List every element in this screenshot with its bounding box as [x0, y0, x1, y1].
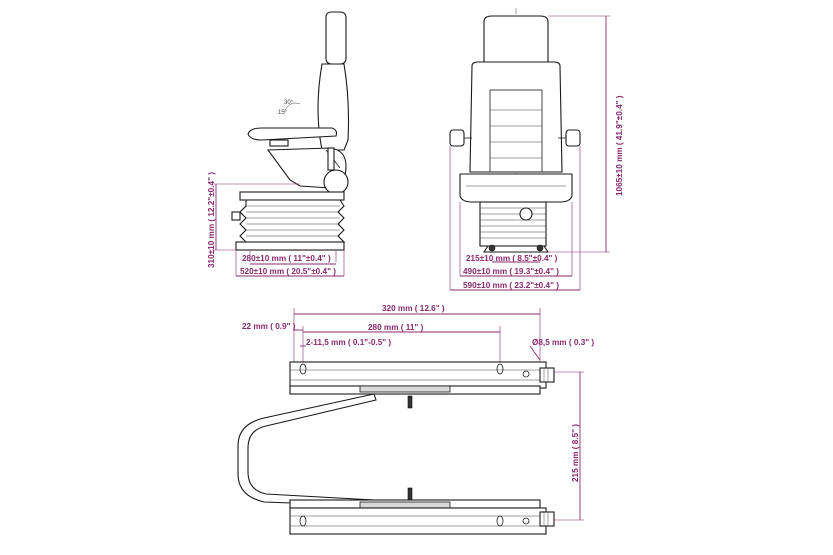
side-headrest: [325, 11, 347, 65]
front-width-mid-label: 490±10 mm ( 19.3"±0.4" ): [463, 267, 559, 276]
angle-label-b: 15°: [278, 110, 288, 116]
front-knob: [519, 207, 533, 221]
rail-total-length-label: 320 mm ( 12.6" ): [382, 304, 445, 313]
side-height-label: 310±10 mm ( 12.2"±0.4" ): [207, 172, 216, 268]
side-base-plate: [235, 241, 345, 251]
top-pin: [407, 395, 413, 409]
front-armrest-right: [565, 129, 581, 147]
top-rail: [289, 361, 555, 395]
front-height-label: 1065±10 mm ( 41.9"±0.4" ): [615, 95, 624, 196]
rail-slot-label: 2-11,5 mm ( 0.1"-0.5" ): [306, 338, 391, 347]
side-depth-outer-label: 520±10 mm ( 20.5"±0.4" ): [240, 267, 336, 276]
front-width-inner-label: 215±10 mm ( 8.5"±0.4" ): [466, 254, 558, 263]
front-backrest-panel: [489, 89, 543, 173]
recline-arrow: [283, 102, 301, 113]
rail-view: 320 mm ( 12.6" ) 22 mm ( 0.9" ) 280 mm (…: [237, 304, 594, 535]
angle-label-a: 30°: [284, 100, 294, 106]
front-view: 1065±10 mm ( 41.9"±0.4" ) 215±10 mm ( 8.…: [449, 8, 624, 291]
u-bracket: [237, 393, 377, 507]
side-top-plate: [239, 191, 345, 201]
front-seat: [459, 173, 573, 203]
front-width-outer-label: 590±10 mm ( 23.2"±0.4" ): [463, 281, 559, 290]
side-armrest-hinge: [269, 139, 289, 147]
side-depth-inner-label: 280±10 mm ( 11"±0.4" ): [242, 254, 331, 263]
front-headrest: [483, 15, 549, 63]
front-bellows: [479, 201, 547, 247]
bottom-rail: [289, 499, 555, 535]
rail-height-label: 215 mm ( 8.5" ): [571, 424, 580, 482]
rail-offset-label: 22 mm ( 0.9" ): [242, 322, 296, 331]
front-armrest-left: [449, 129, 465, 147]
side-armrest: [247, 127, 338, 141]
front-backrest: [469, 61, 563, 173]
side-knob: [323, 169, 349, 195]
side-handle: [231, 211, 241, 221]
side-recline-lever: [327, 147, 335, 171]
bottom-pin: [407, 487, 413, 501]
rail-hole-spacing-label: 280 mm ( 11" ): [368, 323, 424, 332]
rail-hole-diameter-label: Ø8,5 mm ( 0.3" ): [532, 338, 594, 347]
side-bellows: [239, 199, 346, 243]
side-view: 30° 15° 310±10 mm ( 12.2"±0.4" ) 280±10 …: [207, 11, 350, 277]
